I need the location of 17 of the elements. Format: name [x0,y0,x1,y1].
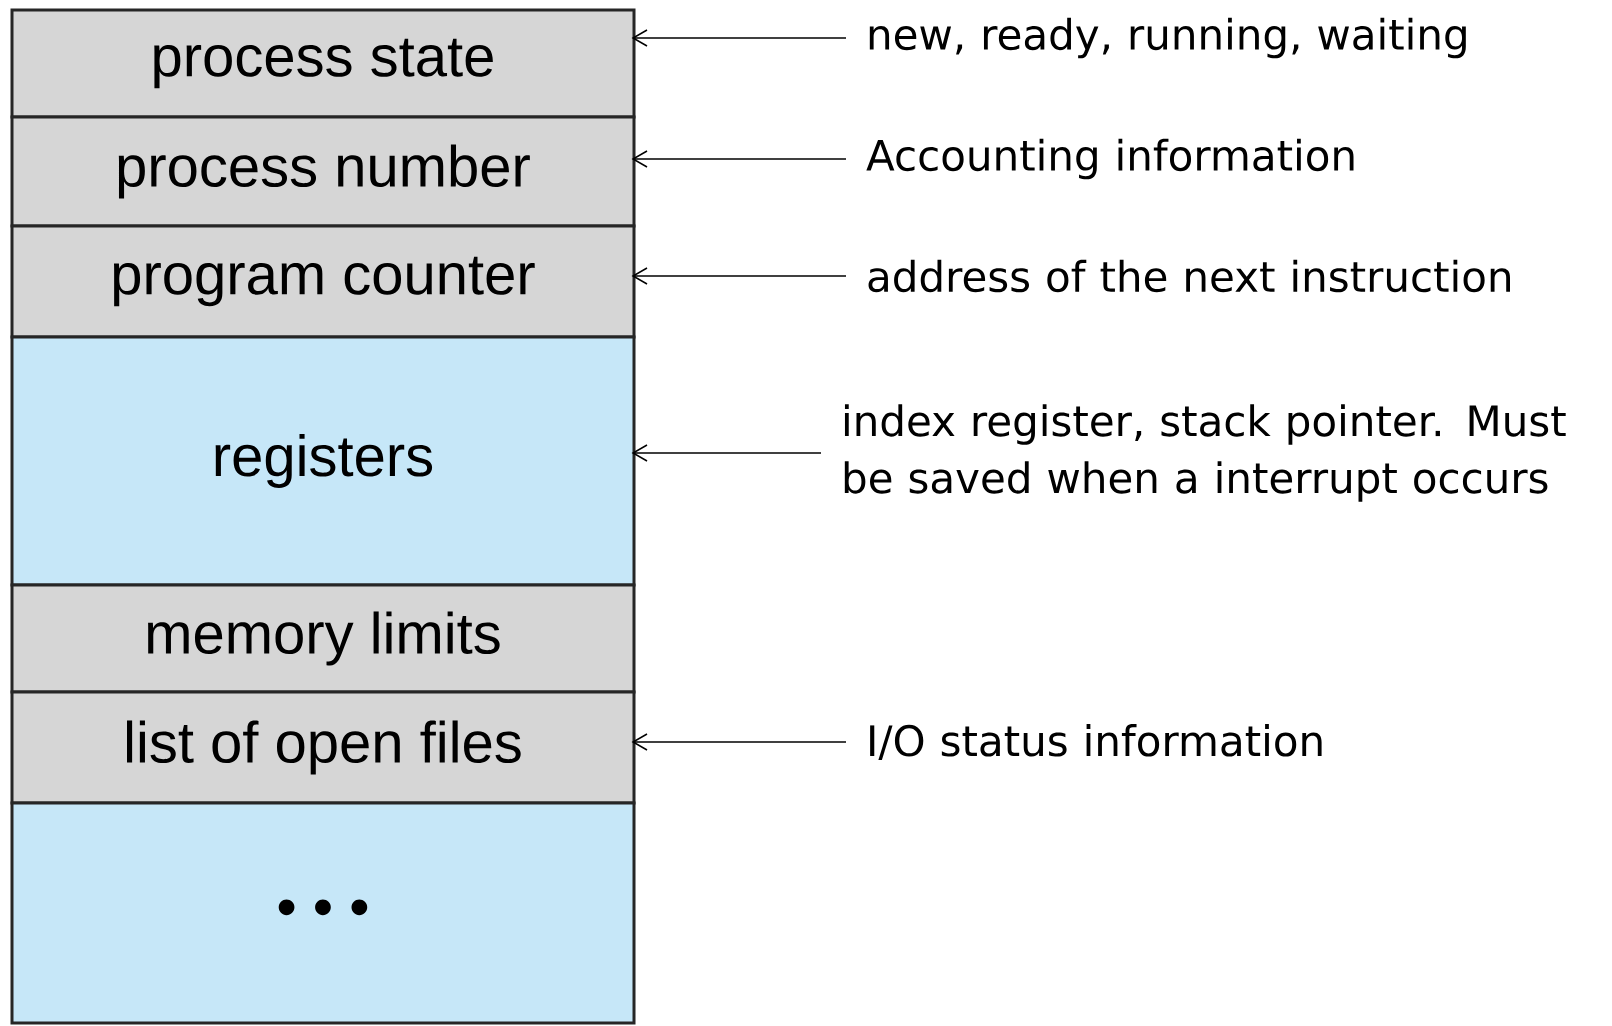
annotation-text: address of the next instruction [868,259,1510,293]
field-box: list of open files [10,690,636,805]
annotation-text: I/O status information [870,724,1322,760]
field-box: process number [10,115,636,228]
arrow [631,733,847,751]
annotation-text: new, ready, running, waiting [869,17,1466,59]
field-box: program counter [10,224,636,339]
arrow [631,444,822,462]
annotation-text: Accounting information [866,138,1354,180]
arrow [631,29,847,47]
field-box: • • • [10,801,636,1025]
arrow [631,267,847,285]
arrow [631,150,847,168]
field-box: registers [10,335,636,587]
field-box: memory limits [10,583,636,694]
annotation-text: index register, stack pointer. Must be saved when a interrupt occurs [844,404,1566,502]
field-box: process state [10,8,636,119]
